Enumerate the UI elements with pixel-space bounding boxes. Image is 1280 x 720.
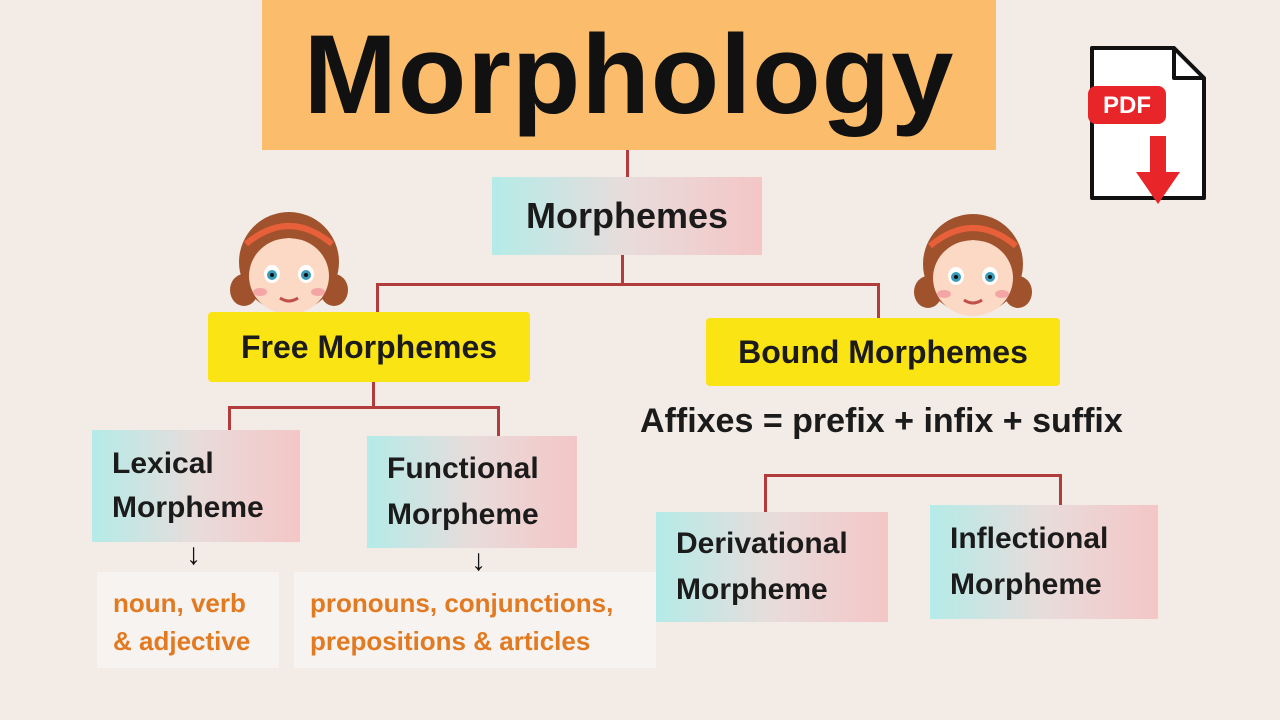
connector-to-functional bbox=[497, 406, 500, 438]
connector-title-to-root bbox=[626, 150, 629, 178]
girl-avatar-left bbox=[226, 204, 352, 322]
connector-root-horizontal bbox=[376, 283, 880, 286]
inflectional-line2: Morpheme bbox=[950, 568, 1102, 601]
inflectional-morpheme-node: Inflectional Morpheme bbox=[930, 505, 1158, 619]
functional-examples-line2: prepositions & articles bbox=[310, 626, 591, 656]
functional-examples-line1: pronouns, conjunctions, bbox=[310, 588, 614, 618]
bound-morphemes-node: Bound Morphemes bbox=[706, 318, 1060, 386]
connector-to-derivational bbox=[764, 474, 767, 512]
connector-to-free bbox=[376, 283, 379, 315]
connector-free-down bbox=[372, 382, 375, 408]
morphemes-label: Morphemes bbox=[525, 195, 729, 236]
connector-free-horizontal bbox=[228, 406, 500, 409]
free-morphemes-node: Free Morphemes bbox=[208, 312, 530, 382]
title-banner: Morphology bbox=[262, 0, 996, 150]
connector-to-inflectional bbox=[1059, 474, 1062, 506]
affixes-formula: Affixes = prefix + infix + suffix bbox=[640, 402, 1123, 440]
pdf-label: PDF bbox=[1103, 92, 1151, 119]
morphemes-node: Morphemes bbox=[492, 177, 762, 255]
lexical-examples: noun, verb & adjective bbox=[97, 572, 279, 668]
lexical-examples-line1: noun, verb bbox=[113, 588, 246, 618]
pdf-file-graphic bbox=[1088, 46, 1206, 204]
lexical-examples-line2: & adjective bbox=[113, 626, 251, 656]
pdf-download-icon[interactable]: PDF bbox=[1086, 44, 1210, 204]
lexical-line2: Morpheme bbox=[112, 491, 264, 524]
lexical-line1: Lexical bbox=[112, 447, 214, 480]
connector-to-bound bbox=[877, 283, 880, 319]
derivational-line1: Derivational bbox=[676, 527, 848, 560]
functional-examples: pronouns, conjunctions, prepositions & a… bbox=[294, 572, 656, 668]
inflectional-line1: Inflectional bbox=[950, 522, 1109, 555]
connector-to-lexical bbox=[228, 406, 231, 432]
derivational-line2: Morpheme bbox=[676, 573, 828, 606]
arrow-down-icon: ↓ bbox=[471, 544, 486, 577]
functional-line1: Functional bbox=[387, 452, 539, 485]
functional-line2: Morpheme bbox=[387, 498, 539, 531]
connector-root-down bbox=[621, 254, 624, 284]
connector-affix-horizontal bbox=[764, 474, 1062, 477]
arrow-down-icon: ↓ bbox=[186, 538, 201, 571]
page-title: Morphology bbox=[303, 12, 955, 137]
bound-morphemes-label: Bound Morphemes bbox=[738, 333, 1028, 370]
girl-avatar-right bbox=[910, 206, 1036, 324]
derivational-morpheme-node: Derivational Morpheme bbox=[656, 512, 888, 622]
lexical-morpheme-node: Lexical Morpheme bbox=[92, 430, 300, 542]
free-morphemes-label: Free Morphemes bbox=[240, 328, 498, 365]
functional-morpheme-node: Functional Morpheme bbox=[367, 436, 577, 548]
